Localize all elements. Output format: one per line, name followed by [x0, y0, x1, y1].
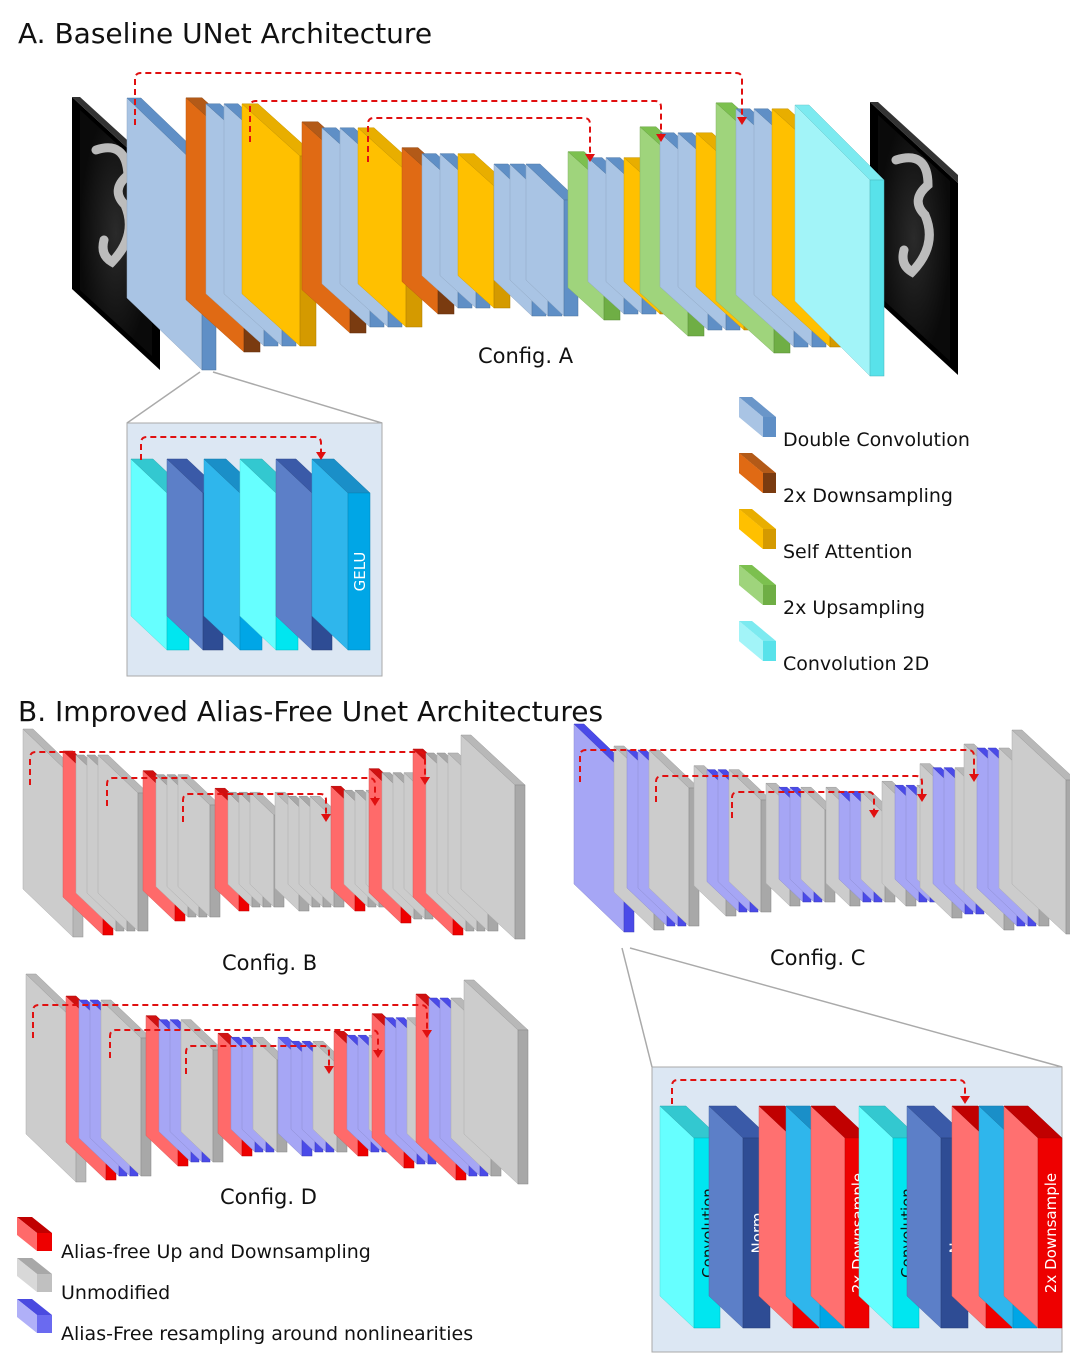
config-c-network [573, 723, 1070, 935]
legend-a-swatch-2 [739, 453, 776, 493]
inset-c-block-10 [1003, 1105, 1063, 1329]
legend-b: Alias-free Up and DownsamplingUnmodified… [17, 1217, 473, 1345]
inset-a-blocks: ConvolutionNormGELUConvolutionNormGELU [130, 436, 371, 651]
config-c-skip-inner [731, 791, 879, 818]
convolution-2d-block [794, 104, 885, 377]
legend-a-label-4: 2x Upsampling [783, 597, 925, 619]
legend-a-swatch-3 [739, 509, 776, 549]
legend-b-label-1: Alias-free Up and Downsampling [61, 1241, 371, 1263]
config-b-network [22, 728, 526, 940]
legend-b-swatch-3 [17, 1299, 52, 1333]
legend-a-swatch-4 [739, 565, 776, 605]
config-b-label: Config. B [222, 951, 317, 975]
config-c-skip-middle [655, 775, 927, 802]
skip-connection-inner [367, 117, 595, 162]
inset-c-block-7 [906, 1105, 969, 1329]
inset-a-block-6 [311, 458, 371, 651]
legend-a-label-2: 2x Downsampling [783, 485, 953, 507]
config-a-network [72, 72, 958, 377]
legend-a-swatch-1 [739, 397, 776, 437]
legend-b-label-2: Unmodified [61, 1282, 170, 1304]
inset-a-label-6: GELU [351, 552, 369, 592]
output-image [870, 102, 958, 375]
config-d-label: Config. D [220, 1185, 317, 1209]
config-d-skip-middle [109, 1029, 383, 1058]
inset-a-skip-connection [140, 436, 326, 460]
config-d-skip-inner [185, 1045, 334, 1074]
config-c-last-block [1011, 729, 1070, 935]
legend-a-label-5: Convolution 2D [783, 653, 929, 675]
config-d-skip-outer [32, 1004, 432, 1038]
skip-connection-middle [249, 100, 666, 142]
config-d-last-block [463, 979, 529, 1185]
config-b-skip-inner [182, 793, 331, 822]
legend-b-label-3: Alias-Free resampling around nonlinearit… [61, 1323, 473, 1345]
inset-c-skip-connection [671, 1079, 970, 1104]
config-d-network [25, 973, 529, 1185]
config-b-last-block [460, 734, 526, 940]
inset-c-label-10: 2x Downsample [1042, 1173, 1060, 1293]
legend-a-label-1: Double Convolution [783, 429, 970, 451]
legend-a-swatch-5 [739, 621, 776, 661]
legend-a-label-3: Self Attention [783, 541, 912, 563]
config-b-skip-outer [29, 751, 430, 785]
config-b-skip-middle [106, 777, 380, 806]
section-a-title: A. Baseline UNet Architecture [18, 17, 432, 50]
legend-b-swatch-1 [17, 1217, 52, 1251]
config-a-label: Config. A [478, 344, 574, 368]
double-convolution-block [126, 97, 217, 371]
section-b-title: B. Improved Alias-Free Unet Architecture… [18, 695, 603, 728]
skip-connection-outer [134, 72, 747, 125]
config-c-label: Config. C [770, 946, 865, 970]
legend-b-swatch-2 [17, 1258, 52, 1292]
config-c-skip-outer [579, 749, 979, 782]
